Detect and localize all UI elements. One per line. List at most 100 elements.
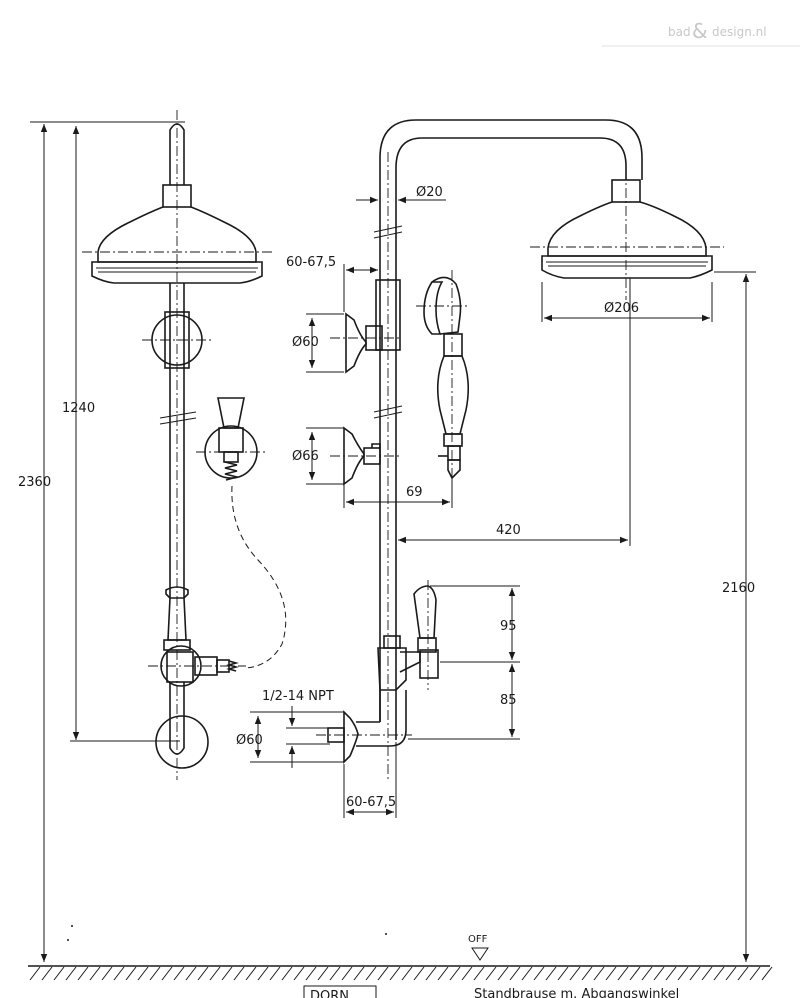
floor-hatch: [173, 966, 185, 981]
floor-hatch: [101, 966, 113, 981]
floor-hatch: [41, 966, 53, 981]
floor-hatch: [185, 966, 197, 981]
dimension-pipe-dia: Ø20: [356, 185, 446, 204]
drawing-title: Standbrause m. Abgangswinkel: [474, 987, 679, 998]
floor-hatch: [245, 966, 257, 981]
watermark-amp: &: [692, 19, 708, 43]
floor-hatch: [77, 966, 89, 981]
floor-hatch: [617, 966, 629, 981]
floor-hatch: [281, 966, 293, 981]
dim-1240: 1240: [62, 401, 95, 416]
floor-hatch: [125, 966, 137, 981]
front-view: [316, 119, 724, 780]
dim-d206: Ø206: [604, 301, 639, 316]
dim-offset-lower: 60-67,5: [346, 795, 396, 810]
floor-hatch: [353, 966, 365, 981]
dim-d20: Ø20: [416, 185, 443, 200]
floor-hatch: [665, 966, 677, 981]
dimension-thread: 1/2-14 NPT: [262, 689, 334, 768]
floor-hatch: [485, 966, 497, 981]
floor-hatch: [605, 966, 617, 981]
dim-rose-upper: Ø60: [292, 335, 319, 350]
watermark-logo: bad & design.nl: [602, 19, 800, 47]
floor-hatch: [461, 966, 473, 981]
dimension-mixer-height: 1240: [62, 126, 180, 742]
floor-hatch: [65, 966, 77, 981]
dim-85: 85: [500, 693, 517, 708]
dim-69: 69: [406, 485, 423, 500]
floor-hatch: [545, 966, 557, 981]
floor-hatch: [161, 966, 173, 981]
floor-hatch: [389, 966, 401, 981]
dim-2360: 2360: [18, 475, 51, 490]
dimension-outreach: 420: [398, 278, 631, 546]
floor-hatch: [257, 966, 269, 981]
watermark-right: design.nl: [712, 25, 767, 39]
floor-reference: OFF: [468, 934, 489, 961]
dimension-head-height: 2160: [714, 271, 756, 962]
floor-hatch: [509, 966, 521, 981]
floor-hatch: [413, 966, 425, 981]
floor-hatch: [449, 966, 461, 981]
dim-thread: 1/2-14 NPT: [262, 689, 334, 704]
floor-hatch: [689, 966, 701, 981]
floor-hatch: [305, 966, 317, 981]
floor-hatch: [521, 966, 533, 981]
floor-hatch: [365, 966, 377, 981]
dimension-handle-height: 95 85: [408, 585, 520, 740]
dimension-holder-offset: 69: [343, 478, 453, 508]
watermark-left: bad: [668, 25, 691, 39]
floor-hatch: [425, 966, 437, 981]
floor-hatch: [701, 966, 713, 981]
floor-hatch: [341, 966, 353, 981]
dim-rose-middle: Ø66: [292, 449, 319, 464]
floor-hatch: [437, 966, 449, 981]
floor-hatch: [629, 966, 641, 981]
floor-hatch: [209, 966, 221, 981]
floor-hatch: [329, 966, 341, 981]
brand-box: DORN: [310, 989, 349, 998]
floor-hatch: [497, 966, 509, 981]
side-view: [82, 110, 287, 780]
dim-95: 95: [500, 619, 517, 634]
dimension-offset-upper: 60-67,5: [286, 255, 378, 312]
floor-hatch: [557, 966, 569, 981]
floor-hatch: [221, 966, 233, 981]
floor-hatch: [641, 966, 653, 981]
floor-hatch: [197, 966, 209, 981]
floor-hatch: [89, 966, 101, 981]
dim-2160: 2160: [722, 581, 755, 596]
floor-hatch: [581, 966, 593, 981]
dimension-total-height: 2360: [18, 121, 185, 962]
floor-hatch: [725, 966, 737, 981]
floor-hatch: [677, 966, 689, 981]
title-block: DORN Standbrause m. Abgangswinkel: [303, 985, 679, 998]
floor-hatch: [317, 966, 329, 981]
dimension-head-dia: Ø206: [541, 282, 713, 322]
floor-line: [28, 965, 773, 981]
floor-hatch: [593, 966, 605, 981]
floor-hatch: [113, 966, 125, 981]
floor-hatch: [269, 966, 281, 981]
dim-rose-lower: Ø60: [236, 733, 263, 748]
floor-hatch: [149, 966, 161, 981]
floor-hatch: [137, 966, 149, 981]
dimension-offset-lower: 60-67,5: [343, 742, 397, 818]
floor-hatch: [653, 966, 665, 981]
floor-hatch: [53, 966, 65, 981]
floor-label: OFF: [468, 934, 488, 945]
floor-hatch: [749, 966, 761, 981]
floor-hatch: [293, 966, 305, 981]
floor-hatch: [533, 966, 545, 981]
floor-hatch: [761, 966, 773, 981]
dimension-rose-lower: Ø60: [236, 711, 344, 763]
floor-hatch: [737, 966, 749, 981]
dimension-rose-upper: Ø60: [292, 313, 344, 373]
floor-hatch: [377, 966, 389, 981]
floor-hatch: [569, 966, 581, 981]
floor-hatch: [713, 966, 725, 981]
dim-420: 420: [496, 523, 521, 538]
floor-hatch: [233, 966, 245, 981]
floor-hatch: [473, 966, 485, 981]
